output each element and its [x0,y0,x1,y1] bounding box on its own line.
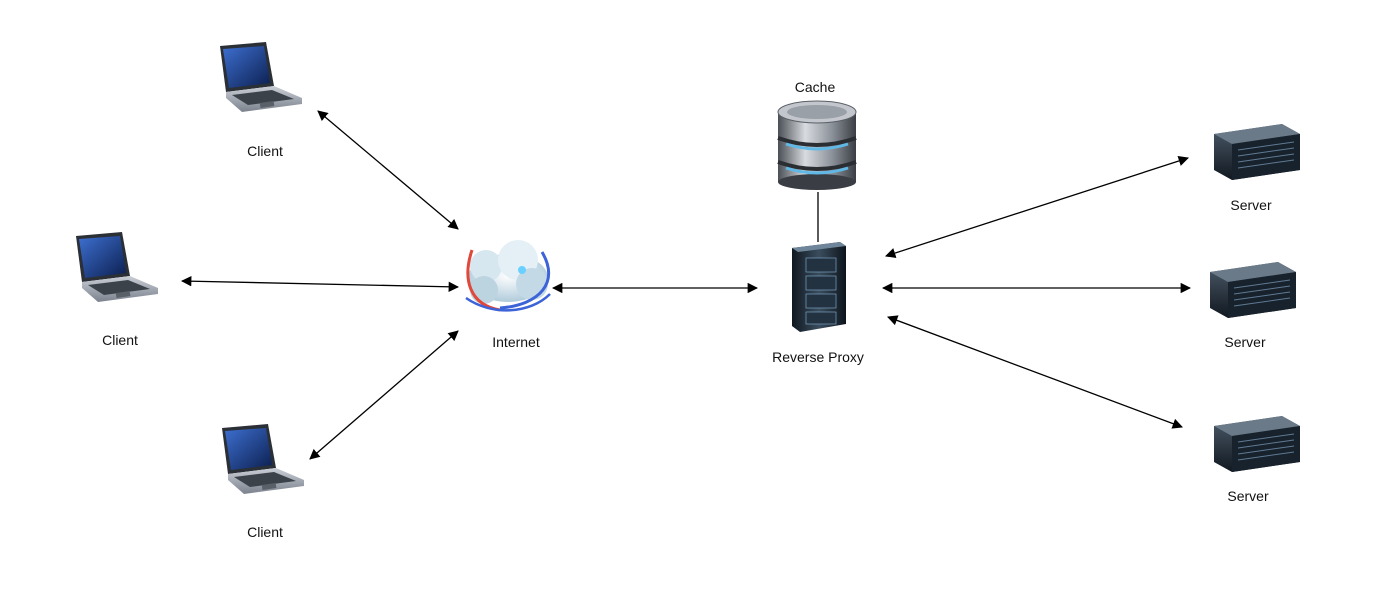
laptop-icon [220,42,302,112]
laptop-icon [76,232,158,302]
node-label: Client [247,524,283,540]
database-icon [777,100,857,190]
node-label: Internet [492,334,540,350]
server-chassis-icon [1213,415,1301,473]
node-client-top[interactable]: Client [220,42,302,159]
node-label: Client [247,143,283,159]
node-label: Server [1227,488,1269,504]
edge-proxy-server-bottom [887,315,1183,429]
node-server-bottom[interactable]: Server [1213,415,1301,504]
node-label: Server [1230,197,1272,213]
node-server-mid[interactable]: Server [1209,261,1297,350]
node-label: Reverse Proxy [772,349,864,365]
node-client-bottom[interactable]: Client [222,424,304,540]
cloud-globe-icon [465,240,551,312]
node-label: Client [102,332,138,348]
server-rack-icon [792,242,846,332]
node-label: Cache [795,79,836,95]
server-chassis-icon [1213,123,1301,181]
node-label: Server [1224,334,1266,350]
node-internet[interactable]: Internet [465,240,551,350]
node-reverse-proxy[interactable]: Reverse Proxy [772,242,864,365]
laptop-icon [222,424,304,494]
edge-client-top-internet [317,110,459,230]
edge-client-bottom-internet [309,330,459,460]
node-server-top[interactable]: Server [1213,123,1301,213]
server-chassis-icon [1209,261,1297,319]
edge-proxy-server-top [885,155,1189,259]
node-client-mid[interactable]: Client [76,232,158,348]
edges [180,110,1192,460]
edge-client-mid-internet [180,276,460,292]
node-cache[interactable]: Cache [777,79,857,190]
